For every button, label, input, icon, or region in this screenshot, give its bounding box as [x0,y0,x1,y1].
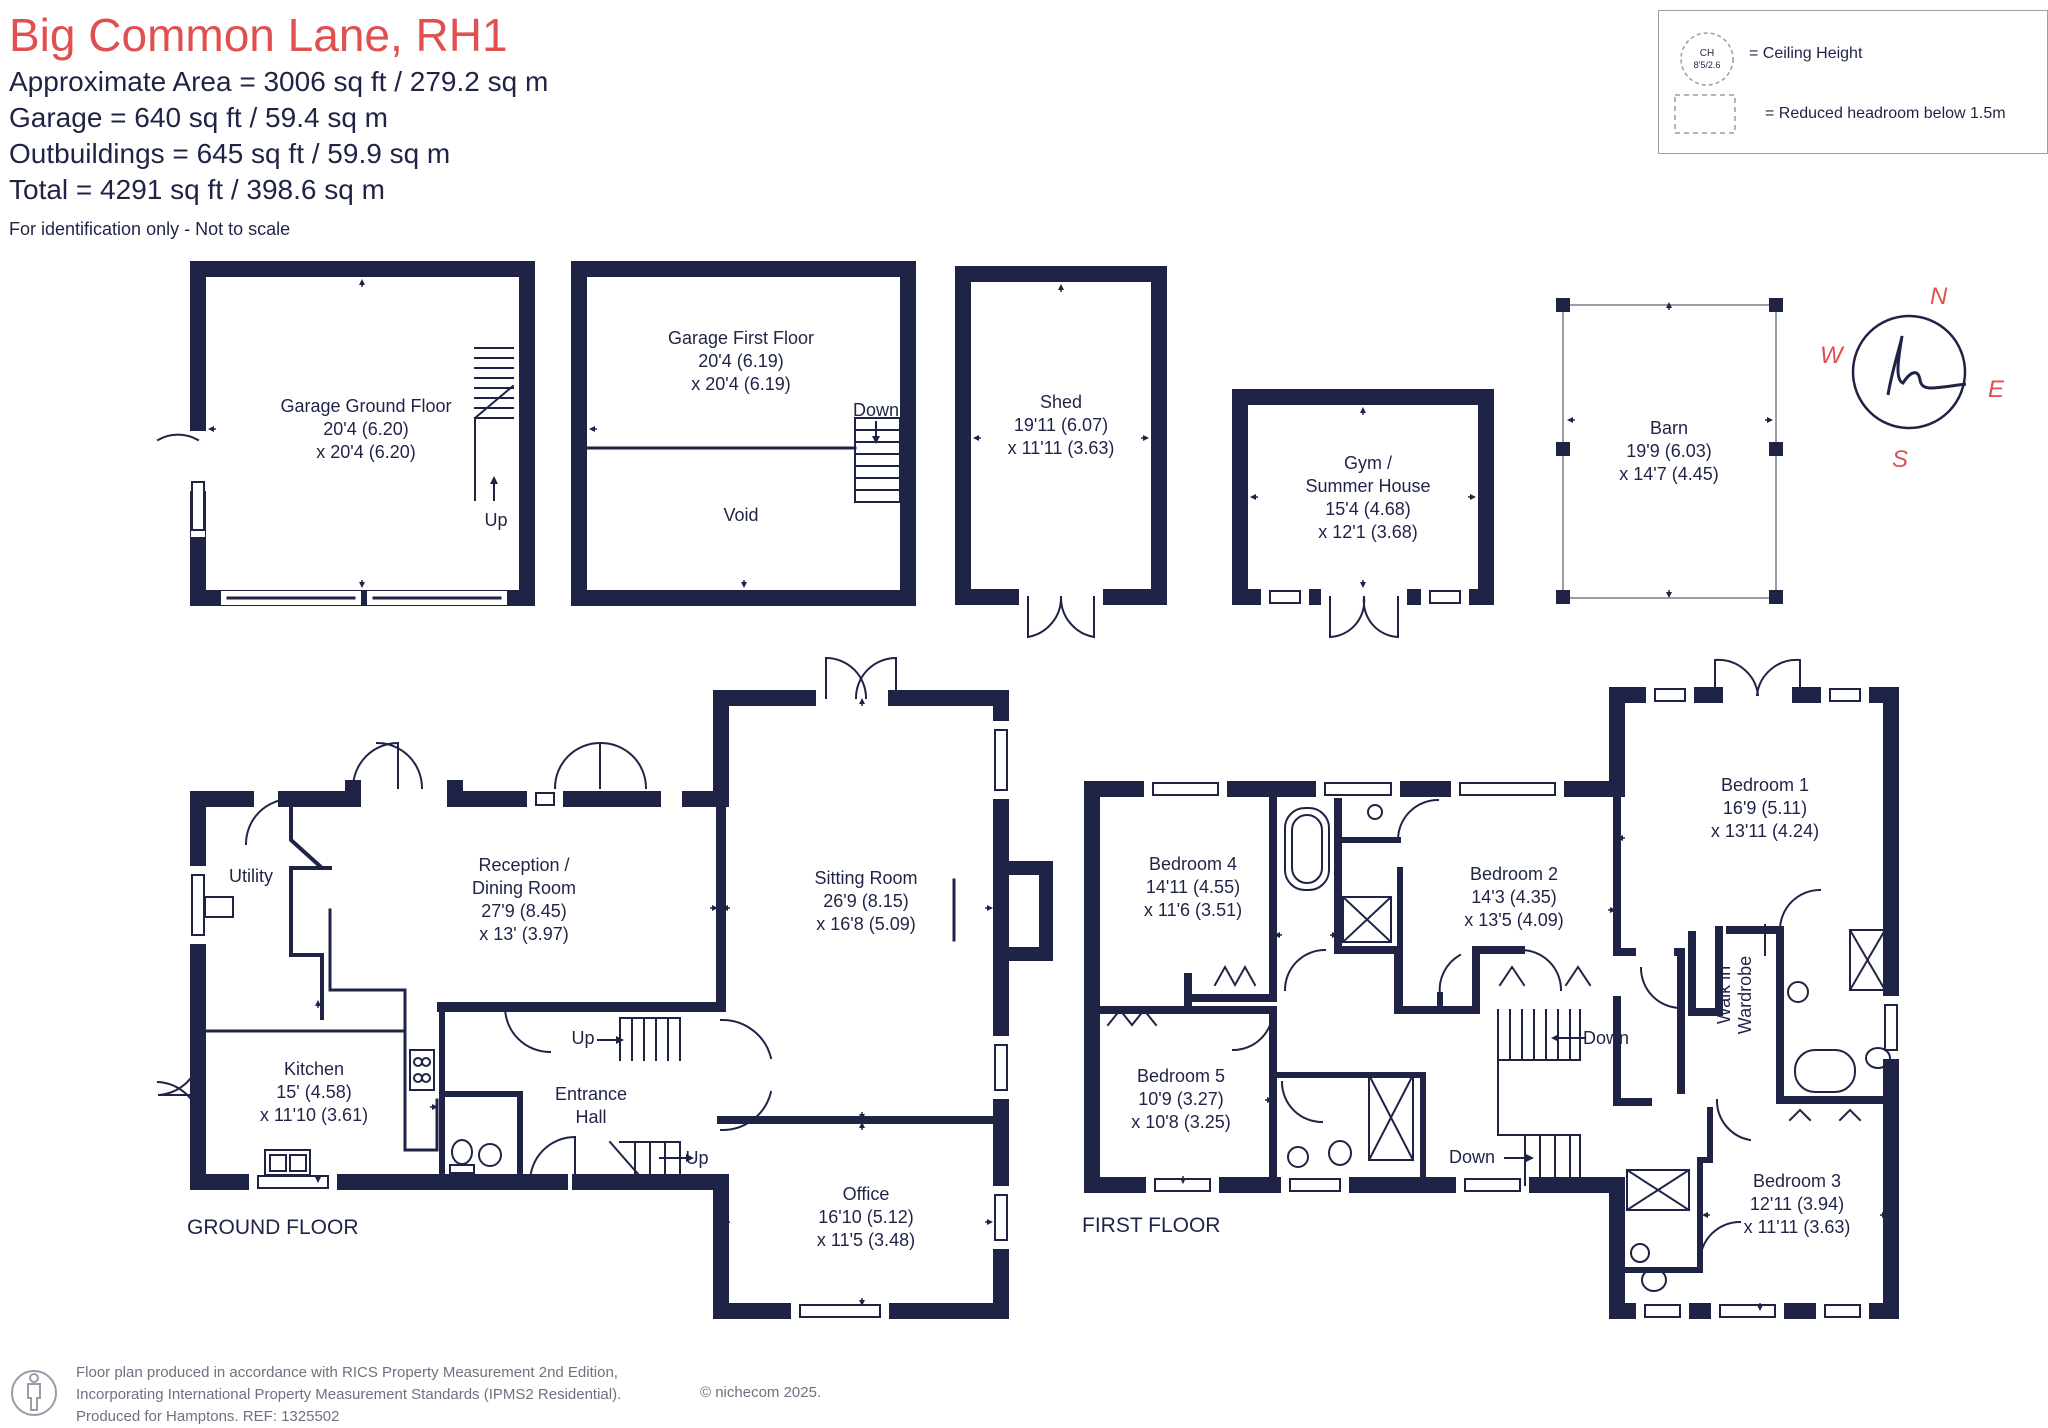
garage-ground-name: Garage Ground Floor [280,396,451,416]
dimension-arrows [198,279,1891,1311]
ground-floor-walls [156,656,1053,1320]
compass-north: N [1930,283,1948,310]
shed-dim1: 19'11 (6.07) [1014,415,1108,435]
ground-floor-labels: Utility Reception / Dining Room 27'9 (8.… [187,855,918,1250]
legend: CH 8'5/2.6 = Ceiling Height = Reduced he… [1658,10,2048,154]
gym-dim2: x 12'1 (3.68) [1318,522,1418,542]
kitchen-dim2: x 11'10 (3.61) [260,1105,368,1125]
footer-notes: Floor plan produced in accordance with R… [76,1362,621,1428]
svg-text:Wardrobe: Wardrobe [1735,956,1755,1034]
barn-dim2: x 14'7 (4.45) [1619,464,1719,484]
plan-title: Big Common Lane, RH1 [9,9,508,61]
garage-first-dim2: x 20'4 (6.19) [691,374,791,394]
garage-ground-floor-walls [156,261,535,606]
landing-stair-down-1: Down [1583,1028,1629,1048]
garage-stair-down: Down [853,400,899,420]
entrance-hall-1: Entrance [555,1084,627,1104]
footer-line-3: Produced for Hamptons. REF: 1325502 [76,1408,340,1425]
compass: N E S W [1820,283,2005,473]
bedroom1-dim1: 16'9 (5.11) [1723,798,1807,818]
bedroom5-dim2: x 10'8 (3.25) [1131,1112,1231,1132]
garage-first-floor-walls [571,261,916,606]
walk-in-wardrobe-label: Walk in Wardrobe [1714,956,1755,1034]
bedroom5-dim1: 10'9 (3.27) [1138,1089,1224,1109]
svg-text:8'5/2.6: 8'5/2.6 [1694,60,1721,70]
first-floor-bathroom-fixtures [1106,804,1891,1292]
person-scale-icon [11,1370,57,1416]
barn-dim1: 19'9 (6.03) [1626,441,1712,461]
garage-ground-dim2: x 20'4 (6.20) [316,442,416,462]
reduced-headroom-icon [1674,94,1736,134]
bedroom5-name: Bedroom 5 [1137,1066,1225,1086]
bedroom4-dim2: x 11'6 (3.51) [1144,900,1242,920]
first-floor-title: FIRST FLOOR [1082,1214,1220,1237]
kitchen-name: Kitchen [284,1059,344,1079]
shed-walls [955,266,1167,639]
reception-name-2: Dining Room [472,878,576,898]
bedroom3-dim2: x 11'11 (3.63) [1744,1217,1851,1237]
first-floor-walls [1084,658,1900,1320]
approximate-area: Approximate Area = 3006 sq ft / 279.2 sq… [9,66,549,97]
outbuildings-area: Outbuildings = 645 sq ft / 59.9 sq m [9,138,451,169]
hall-stair-up-1: Up [571,1028,594,1048]
utility-label: Utility [229,866,273,886]
office-name: Office [843,1184,890,1204]
garage-ground-dim1: 20'4 (6.20) [323,419,409,439]
garage-stair-up: Up [484,510,507,530]
bedroom1-name: Bedroom 1 [1721,775,1809,795]
sitting-dim1: 26'9 (8.15) [823,891,909,911]
total-area: Total = 4291 sq ft / 398.6 sq m [9,174,385,205]
landing-stair-down-2: Down [1449,1147,1495,1167]
ceiling-height-label: = Ceiling Height [1749,45,1863,62]
ground-floor-title: GROUND FLOOR [187,1216,359,1239]
bedroom2-dim2: x 13'5 (4.09) [1464,910,1564,930]
bedroom4-name: Bedroom 4 [1149,854,1237,874]
reduced-headroom-label: = Reduced headroom below 1.5m [1765,105,2006,122]
copyright: © nichecom 2025. [700,1384,822,1401]
outbuilding-labels: Garage Ground Floor 20'4 (6.20) x 20'4 (… [280,328,1718,542]
compass-east: E [1988,376,2005,403]
svg-text:Walk in: Walk in [1714,966,1734,1024]
scale-disclaimer: For identification only - Not to scale [9,219,291,239]
compass-south: S [1892,446,1908,473]
bedroom3-name: Bedroom 3 [1753,1171,1841,1191]
void-label: Void [723,505,758,525]
ground-wc-fixtures [204,896,502,1176]
compass-ring [1851,314,1967,430]
garage-first-name: Garage First Floor [668,328,814,348]
bedroom4-dim1: 14'11 (4.55) [1146,877,1240,897]
gym-summer-house-walls [1232,389,1494,639]
reception-name-1: Reception / [478,855,569,875]
kitchen-dim1: 15' (4.58) [276,1082,351,1102]
footer-line-1: Floor plan produced in accordance with R… [76,1364,618,1381]
garage-area: Garage = 640 sq ft / 59.4 sq m [9,102,388,133]
gym-name-1: Gym / [1344,453,1392,473]
compass-logo-icon [1886,335,1967,396]
bedroom1-dim2: x 13'11 (4.24) [1711,821,1819,841]
svg-text:CH: CH [1700,48,1714,59]
ceiling-height-icon: CH 8'5/2.6 [1680,32,1734,86]
bedroom2-dim1: 14'3 (4.35) [1471,887,1557,907]
gym-dim1: 15'4 (4.68) [1325,499,1411,519]
bedroom3-dim1: 12'11 (3.94) [1750,1194,1844,1214]
barn-outline [1556,298,1783,604]
sitting-name: Sitting Room [814,868,917,888]
garage-first-dim1: 20'4 (6.19) [698,351,784,371]
footer-line-2: Incorporating International Property Mea… [76,1386,622,1403]
barn-name: Barn [1650,418,1688,438]
hall-stair-up-2: Up [685,1148,708,1168]
reception-dim1: 27'9 (8.45) [481,901,567,921]
compass-west: W [1820,342,1845,369]
entrance-hall-2: Hall [575,1107,606,1127]
bedroom2-name: Bedroom 2 [1470,864,1558,884]
office-dim2: x 11'5 (3.48) [817,1230,915,1250]
shed-name: Shed [1040,392,1082,412]
gym-name-2: Summer House [1305,476,1430,496]
shed-dim2: x 11'11 (3.63) [1008,438,1115,458]
sitting-dim2: x 16'8 (5.09) [816,914,916,934]
reception-dim2: x 13' (3.97) [479,924,568,944]
office-dim1: 16'10 (5.12) [818,1207,914,1227]
first-floor-labels: Bedroom 1 16'9 (5.11) x 13'11 (4.24) Bed… [1082,775,1850,1237]
